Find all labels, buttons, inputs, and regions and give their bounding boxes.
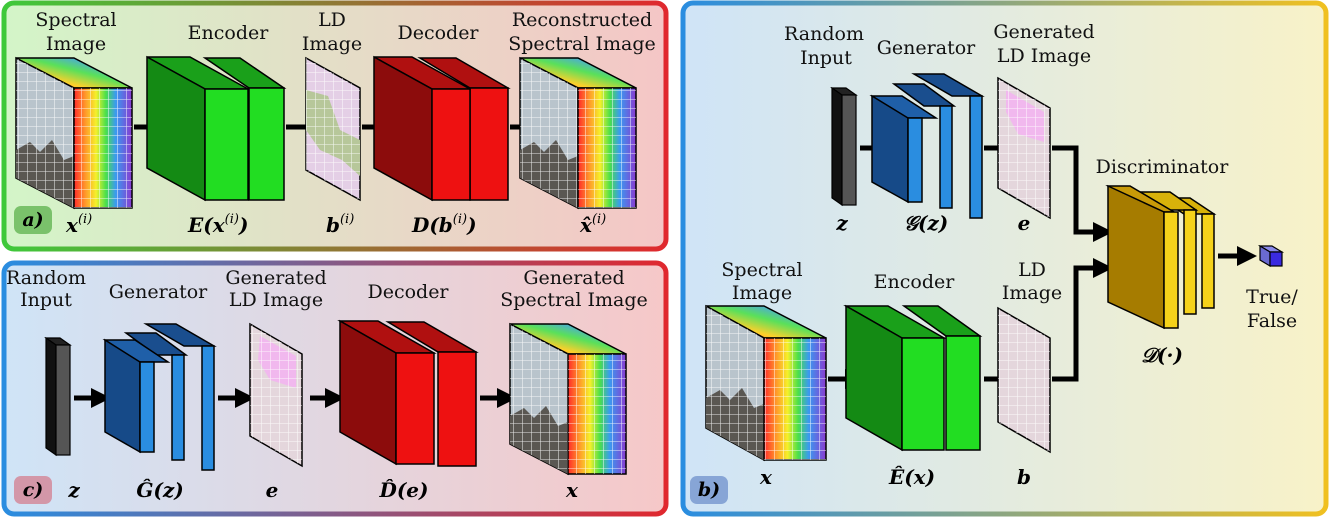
encoder-block-a — [146, 55, 287, 202]
output-cube-b — [1257, 244, 1285, 268]
ld-image-b — [997, 306, 1051, 454]
math-z-c: z — [67, 478, 80, 502]
label-ld-b2: Image — [1002, 282, 1062, 304]
label-recon-a1: Reconstructed — [512, 9, 652, 31]
decoder-block-c — [337, 319, 479, 467]
label-random-c1: Random — [6, 267, 86, 289]
label-spectral-b2: Image — [732, 282, 792, 304]
math-gen-b: 𝒢(z) — [904, 211, 949, 235]
label-random-c2: Input — [20, 289, 72, 311]
math-enc-a: E(x(i)) — [187, 212, 248, 237]
label-spectral-b1: Spectral — [721, 259, 802, 281]
recon-cube-a — [519, 56, 637, 210]
label-encoder-a: Encoder — [188, 22, 270, 44]
label-genld-c2: LD Image — [229, 289, 323, 311]
panel-b: Random Input Generator Generated LD Imag… — [680, 0, 1329, 517]
spectral-cube-a — [15, 56, 133, 210]
decoder-block-a — [373, 55, 511, 202]
math-b-a: b(i) — [326, 212, 354, 237]
label-spectral-a2: Image — [46, 33, 106, 55]
generator-block-b — [869, 73, 985, 219]
label-genld-c1: Generated — [225, 267, 326, 289]
label-spectral-a1: Spectral — [35, 9, 116, 31]
tag-badge-b — [690, 476, 728, 504]
label-false: False — [1247, 310, 1297, 332]
label-genld-b1: Generated — [993, 21, 1094, 43]
panel-c: Random Input Generator Generated LD Imag… — [1, 260, 669, 517]
label-decoder-c: Decoder — [367, 281, 449, 303]
label-ld-b1: LD — [1018, 259, 1046, 281]
arrow-b6 — [1052, 258, 1113, 382]
generated-ld-image-b — [997, 76, 1051, 220]
tag-a: a) — [22, 209, 43, 231]
label-genspec-c2: Spectral Image — [500, 289, 647, 311]
generator-block-c — [102, 323, 217, 471]
random-input-b — [830, 86, 858, 207]
math-xhat-a: x̂(i) — [579, 212, 606, 237]
math-disc-b: 𝒟(·) — [1141, 343, 1183, 367]
arrow-b3 — [1052, 145, 1113, 242]
tag-badge-c — [14, 476, 52, 504]
random-input-c — [44, 336, 72, 457]
spectral-cube-b — [705, 304, 827, 462]
ld-image-c — [249, 322, 303, 468]
math-x-c: x — [565, 478, 579, 502]
math-dec-a: D(b(i)) — [411, 212, 477, 237]
math-e-c: e — [266, 478, 279, 502]
label-discriminator-b: Discriminator — [1096, 156, 1230, 178]
label-genspec-c1: Generated — [523, 267, 624, 289]
discriminator-block-b — [1105, 184, 1217, 330]
panel-a: Spectral Image Encoder LD Image Decoder … — [1, 0, 669, 252]
label-random-b2: Input — [800, 47, 852, 69]
label-ld-a1: LD — [318, 9, 346, 31]
math-gen-c: Ĝ(z) — [136, 477, 183, 502]
label-encoder-b: Encoder — [874, 271, 956, 293]
ld-image-a — [305, 56, 361, 202]
tag-c: c) — [23, 479, 44, 501]
math-z-b: z — [835, 211, 848, 235]
label-decoder-a: Decoder — [397, 22, 479, 44]
tag-b: b) — [698, 479, 720, 501]
label-ld-a2: Image — [302, 33, 362, 55]
math-b-b: b — [1017, 465, 1031, 489]
math-x-b: x — [759, 465, 773, 489]
math-e-b: e — [1018, 211, 1031, 235]
label-recon-a2: Spectral Image — [508, 33, 655, 55]
math-dec-c: D̂(e) — [379, 478, 429, 502]
spectral-cube-c — [509, 322, 627, 476]
math-x-a: x(i) — [65, 212, 92, 237]
label-generator-b: Generator — [877, 37, 976, 59]
tag-badge-a — [14, 206, 52, 234]
label-generator-c: Generator — [109, 281, 208, 303]
math-enc-b: Ê(x) — [888, 465, 935, 489]
encoder-block-b — [843, 304, 983, 452]
label-random-b1: Random — [784, 23, 864, 45]
label-genld-b2: LD Image — [997, 45, 1091, 67]
label-true: True/ — [1246, 286, 1298, 308]
